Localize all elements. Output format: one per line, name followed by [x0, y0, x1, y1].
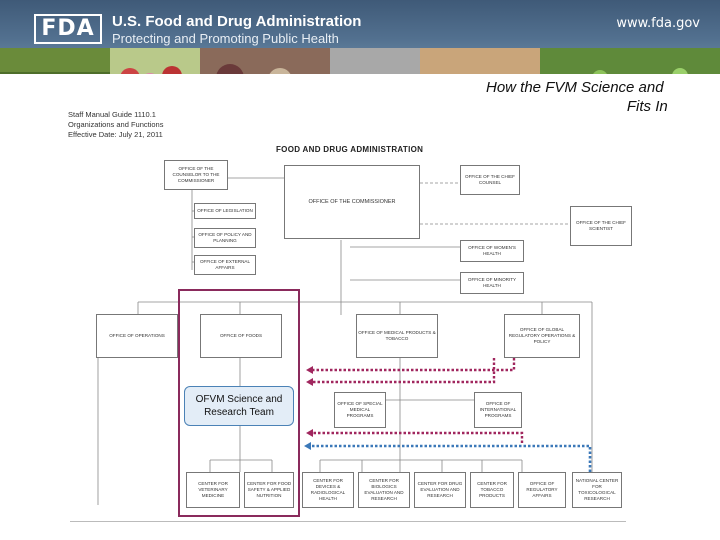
fda-logo[interactable]: FDA [34, 14, 102, 44]
box-foods: OFFICE OF FOODS [200, 314, 282, 358]
box-cdrh: CENTER FOR DEVICES & RADIOLOGICAL HEALTH [302, 472, 354, 508]
foods-focus-outline [178, 289, 300, 517]
box-cder: CENTER FOR DRUG EVALUATION AND RESEARCH [414, 472, 466, 508]
box-international: OFFICE OF INTERNATIONAL PROGRAMS [474, 392, 522, 428]
agency-tagline: Protecting and Promoting Public Health [112, 31, 339, 46]
box-policy-planning: OFFICE OF POLICY AND PLANNING [194, 228, 256, 248]
box-womens-health: OFFICE OF WOMEN'S HEALTH [460, 240, 524, 262]
manual-info: Staff Manual Guide 1110.1 Organizations … [68, 110, 198, 140]
box-global-regulatory: OFFICE OF GLOBAL REGULATORY OPERATIONS &… [504, 314, 580, 358]
box-minority-health: OFFICE OF MINORITY HEALTH [460, 272, 524, 294]
agency-name: U.S. Food and Drug Administration [112, 13, 362, 30]
box-external-affairs: OFFICE OF EXTERNAL AFFAIRS [194, 255, 256, 275]
box-cber: CENTER FOR BIOLOGICS EVALUATION AND RESE… [358, 472, 410, 508]
manual-guide-number: Staff Manual Guide 1110.1 [68, 110, 156, 119]
org-chart-title: FOOD AND DRUG ADMINISTRATION [276, 145, 424, 154]
box-chief-counsel: OFFICE OF THE CHIEF COUNSEL [460, 165, 520, 195]
box-commissioner: OFFICE OF THE COMMISSIONER [284, 165, 420, 239]
box-chief-scientist: OFFICE OF THE CHIEF SCIENTIST [570, 206, 632, 246]
site-url-link[interactable]: www.fda.gov [616, 16, 700, 31]
org-chart-connectors [97, 177, 593, 505]
box-cfsan: CENTER FOR FOOD SAFETY & APPLIED NUTRITI… [244, 472, 294, 508]
box-counselor: OFFICE OF THE COUNSELOR TO THE COMMISSIO… [164, 160, 228, 190]
box-special-medical: OFFICE OF SPECIAL MEDICAL PROGRAMS [334, 392, 386, 428]
box-cvm: CENTER FOR VETERINARY MEDICINE [186, 472, 240, 508]
footer-rule [70, 521, 626, 522]
box-ctp: CENTER FOR TOBACCO PRODUCTS [470, 472, 514, 508]
box-operations: OFFICE OF OPERATIONS [96, 314, 178, 358]
org-chart [62, 100, 626, 524]
box-medical-products: OFFICE OF MEDICAL PRODUCTS & TOBACCO [356, 314, 438, 358]
box-legislation: OFFICE OF LEGISLATION [194, 203, 256, 219]
ofvm-team-box: OFVM Science and Research Team [184, 386, 294, 426]
box-nctr: NATIONAL CENTER FOR TOXICOLOGICAL RESEAR… [572, 472, 622, 508]
box-ora: OFFICE OF REGULATORY AFFAIRS [518, 472, 566, 508]
manual-guide-subject: Organizations and Functions [68, 120, 164, 129]
manual-effective-date: Effective Date: July 21, 2011 [68, 130, 163, 139]
